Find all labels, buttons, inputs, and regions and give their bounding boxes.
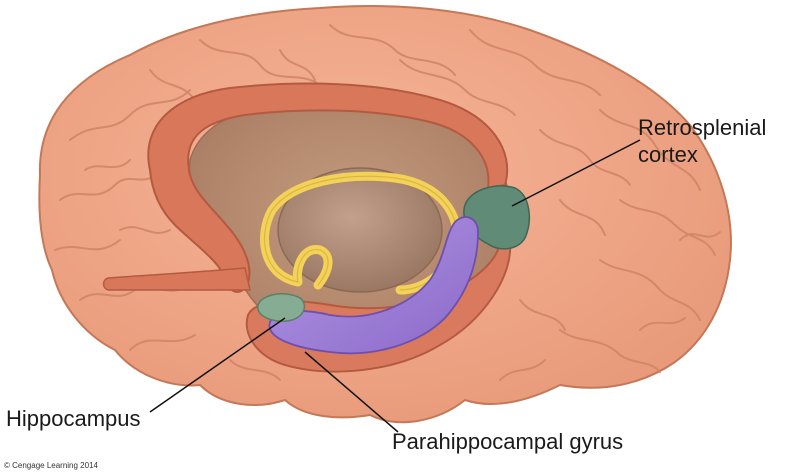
retrosplenial-label-line2: cortex	[638, 142, 698, 167]
retrosplenial-label: Retrosplenial cortex	[638, 114, 766, 168]
parahippocampal-gyrus	[268, 216, 479, 355]
copyright-text: © Cengage Learning 2014	[4, 461, 98, 470]
gyri-lines	[54, 24, 721, 381]
thalamus	[277, 167, 443, 293]
retrosplenial-leader-line	[511, 139, 641, 207]
hippocampus-label: Hippocampus	[6, 406, 141, 431]
hippocampus	[257, 293, 306, 322]
hippocampus-leader-line	[149, 317, 286, 413]
parahippocampal-leader-line	[304, 351, 399, 433]
parahippocampal-label: Parahippocampal gyrus	[392, 429, 624, 454]
retrosplenial-label-line1: Retrosplenial	[638, 115, 767, 140]
olfactory-tract	[102, 267, 251, 291]
